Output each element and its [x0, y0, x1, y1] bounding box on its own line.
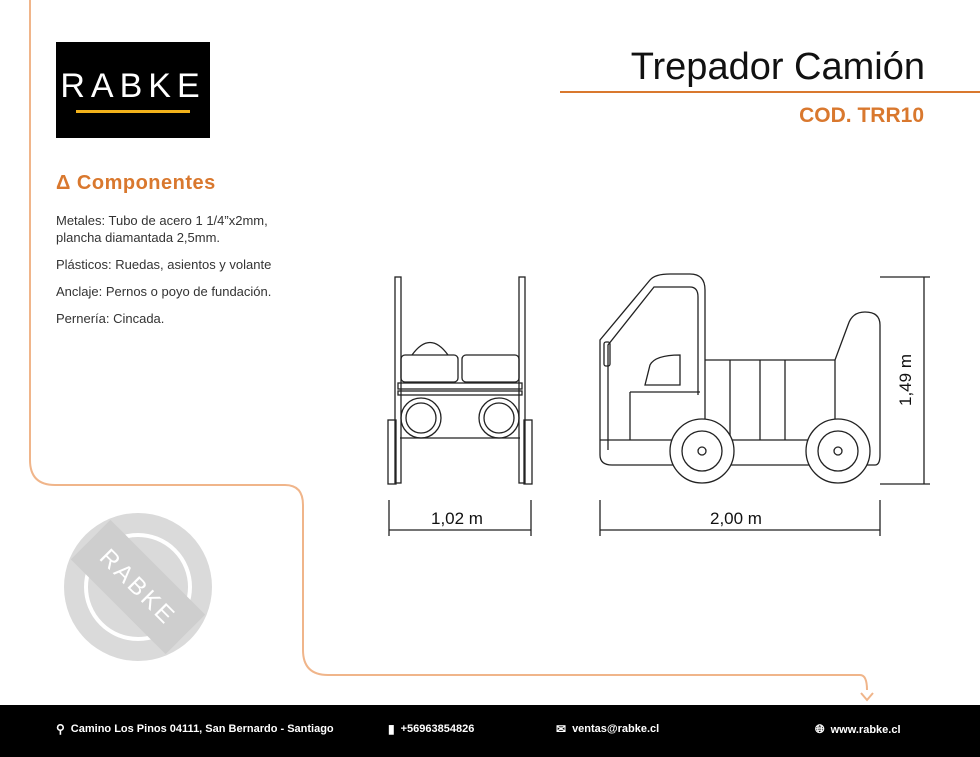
phone[interactable]: +56963854826: [400, 723, 475, 735]
spec-item: Metales: Tubo de acero 1 1/4”x2mm, planc…: [56, 213, 268, 245]
location-pin-icon: ⚲: [56, 722, 65, 736]
quality-seal: RABKE: [64, 513, 212, 661]
length-dimension: 2,00 m: [710, 509, 762, 528]
globe-icon: 🌐︎: [815, 722, 825, 736]
logo-text: RABKE: [60, 67, 206, 105]
components-list: Metales: Tubo de acero 1 1/4”x2mm, planc…: [56, 212, 296, 337]
logo-underline: [76, 110, 190, 113]
product-code: COD. TRR10: [799, 104, 924, 127]
arrow-down-icon: [860, 692, 874, 702]
spec-item: Pernería: Cincada.: [56, 311, 165, 326]
address: Camino Los Pinos 04111, San Bernardo - S…: [70, 723, 334, 735]
phone-icon: ▮: [388, 722, 395, 736]
side-view-drawing: [599, 273, 930, 536]
height-dimension: 1,49 m: [895, 354, 915, 406]
width-dimension: 1,02 m: [431, 509, 483, 528]
email-link[interactable]: ventas@rabke.cl: [572, 723, 660, 735]
mail-icon: ✉: [556, 722, 567, 736]
spec-item: Anclaje: Pernos o poyo de fundación.: [56, 284, 272, 299]
product-title: Trepador Camión: [630, 46, 925, 88]
footer: ⚲ Camino Los Pinos 04111, San Bernardo - …: [0, 705, 980, 757]
spec-item: Plásticos: Ruedas, asientos y volante: [56, 257, 272, 272]
decorative-line: [29, 0, 868, 691]
front-view-drawing: [387, 276, 533, 536]
components-heading: Δ Componentes: [56, 172, 216, 194]
website-link[interactable]: www.rabke.cl: [830, 723, 901, 736]
rabke-logo: RABKE: [56, 42, 210, 138]
